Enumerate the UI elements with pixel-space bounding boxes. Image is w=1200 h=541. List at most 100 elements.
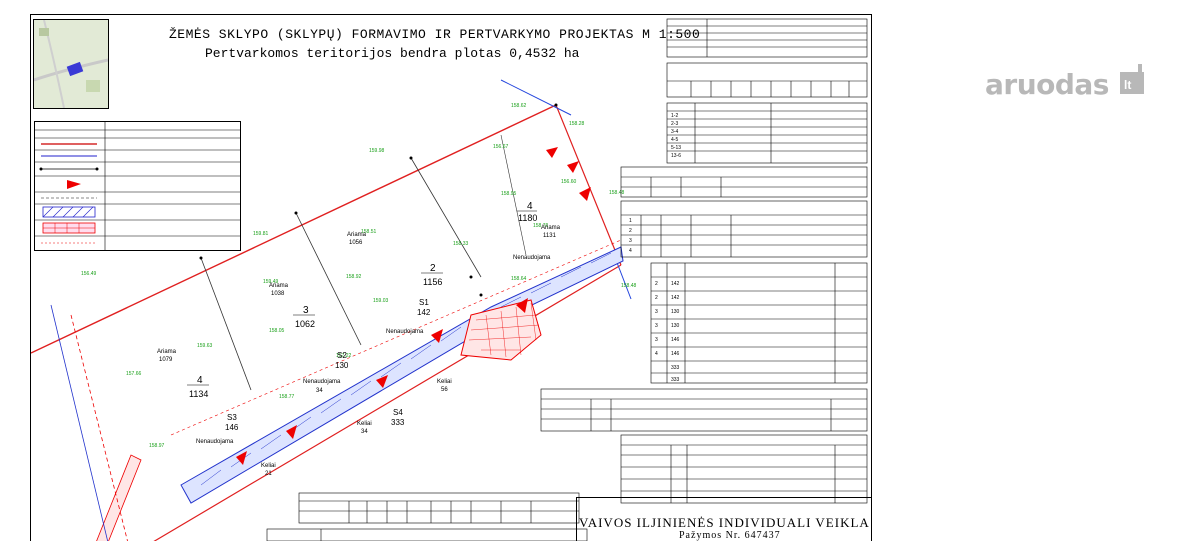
divider-2 (295, 212, 362, 346)
divider-4 (500, 134, 527, 256)
arrow-5 (431, 329, 443, 343)
road-area-west (96, 454, 142, 541)
elevation-points: 158.62 158.28 156.67 159.98 156.60 158.4… (81, 103, 637, 449)
footer-box (576, 497, 871, 541)
road-area-hatching (468, 302, 540, 358)
serv-area-7: 333 (671, 377, 680, 383)
name-ariama-1056: Ariama (347, 232, 367, 238)
elev-2: 156.67 (493, 144, 509, 150)
elev-20: 157.66 (126, 371, 142, 377)
name-keliai-21: Keliai (261, 463, 276, 469)
serv-area-2: 130 (671, 309, 680, 315)
boundary-east (555, 104, 622, 266)
footer-company: VAIVOS ILJINIENĖS INDIVIDUALI VEIKLA (579, 515, 870, 530)
arrow-8 (236, 451, 247, 465)
road-edge-west-blue (50, 304, 109, 541)
elev-13: 158.64 (511, 276, 527, 282)
page-subtitle: Pertvarkomos teritorijos bendra plotas 0… (205, 46, 580, 61)
name-nenaudojama-b: Nenaudojama (386, 329, 424, 335)
servitude-s2-label: S2 (337, 351, 347, 360)
servitude-s1-label: S1 (419, 298, 429, 307)
serv-row-2: 3 (655, 309, 658, 315)
name-ariama-1038: Ariama (269, 283, 289, 289)
page-title: ŽEMĖS SKLYPO (SKLYPŲ) FORMAVIMO IR PERTV… (169, 27, 701, 42)
divider-3 (200, 257, 252, 391)
elev-16: 159.03 (373, 298, 389, 304)
elev-4: 156.60 (561, 179, 577, 185)
servitude-s4-area: 333 (391, 418, 405, 427)
parcel-2-label: 2 (430, 263, 436, 274)
name-nenaudojama-c: Nenaudojama (303, 379, 341, 385)
serv-area-5: 146 (671, 351, 680, 357)
name-ariama-1079: Ariama (157, 349, 177, 355)
num-34b: 34 (316, 388, 323, 394)
location-minimap (33, 19, 109, 109)
parcel-3-label: 3 (303, 305, 309, 316)
servitude-s3-area: 146 (225, 423, 239, 432)
parcel-4a-label: 4 (527, 201, 533, 212)
elev-9: 158.76 (533, 223, 549, 229)
elev-5: 158.48 (609, 190, 625, 196)
elev-11: 156.49 (81, 271, 97, 277)
serv-area-0: 142 (671, 281, 680, 287)
elev-6: 159.81 (253, 231, 269, 237)
elev-1: 158.28 (569, 121, 585, 127)
elev-18: 158.05 (269, 328, 285, 334)
servitude-s1-area: 142 (417, 308, 431, 317)
serv-row-0: 2 (655, 281, 658, 287)
parcel-2-area: 1156 (423, 277, 442, 287)
old-boundary (500, 79, 572, 116)
servitude-s4-label: S4 (393, 408, 403, 417)
elev-3: 159.98 (369, 148, 385, 154)
map-sheet: 158.62 158.28 156.67 159.98 156.60 158.4… (30, 14, 872, 541)
serv-row-3: 3 (655, 323, 658, 329)
elev-19: 157.22 (336, 353, 352, 359)
serv-area-3: 130 (671, 323, 680, 329)
elev-10: 158.33 (453, 241, 469, 247)
road-edge-west (70, 314, 128, 541)
elev-0: 158.62 (511, 103, 527, 109)
arrow-6 (376, 375, 388, 388)
servitude-strip (180, 246, 624, 504)
aruodas-logo-badge: lt (1118, 64, 1148, 94)
elev-22: 158.97 (149, 443, 165, 449)
segment-row-0: 1-2 (671, 113, 678, 119)
num-1079: 1079 (159, 357, 173, 363)
segment-row-4: 5-13 (671, 145, 681, 151)
name-nenaudojama-d: Nenaudojama (196, 439, 234, 445)
serv-row-1: 2 (655, 295, 658, 301)
house-icon: lt (1120, 64, 1144, 94)
name-keliai-34: Keliai (357, 421, 372, 427)
divider-1 (410, 157, 482, 278)
parcel-3-area: 1062 (295, 319, 315, 329)
table-cells: 1-2 2-3 3-4 4-5 5-13 13-6 1 2 3 4 2 2 3 … (629, 113, 681, 383)
segment-row-2: 3-4 (671, 129, 678, 135)
arrow-2 (567, 161, 579, 173)
num-21: 21 (265, 471, 272, 477)
serv-area-1: 142 (671, 295, 680, 301)
plan-row-3: 4 (629, 248, 632, 254)
serv-area-4: 146 (671, 337, 680, 343)
cadastral-plan: 158.62 158.28 156.67 159.98 156.60 158.4… (31, 18, 868, 541)
parcel-4b-label: 4 (197, 375, 203, 386)
logo-suffix: lt (1124, 78, 1131, 92)
elev-7: 158.51 (361, 229, 377, 235)
landuse-labels: Ariama 1131 Ariama 1056 Ariama 1038 Aria… (157, 225, 561, 477)
elev-8: 158.95 (501, 191, 517, 197)
num-34: 34 (361, 429, 368, 435)
elev-14: 158.48 (621, 283, 637, 289)
arrow-3 (579, 187, 591, 201)
elev-21: 158.77 (279, 394, 295, 400)
servitude-s3-label: S3 (227, 413, 237, 422)
serv-row-5: 4 (655, 351, 658, 357)
num-1056: 1056 (349, 240, 363, 246)
minimap-graphic (34, 20, 108, 108)
parcel-4b-area: 1134 (189, 389, 208, 399)
footer-certificate: Pažymos Nr. 647437 (679, 530, 781, 541)
legend-graphic (35, 122, 240, 250)
num-1131: 1131 (543, 233, 557, 239)
plan-row-1: 2 (629, 228, 632, 234)
road-center (170, 239, 622, 436)
arrow-4 (516, 298, 528, 313)
elev-15: 158.92 (346, 274, 362, 280)
